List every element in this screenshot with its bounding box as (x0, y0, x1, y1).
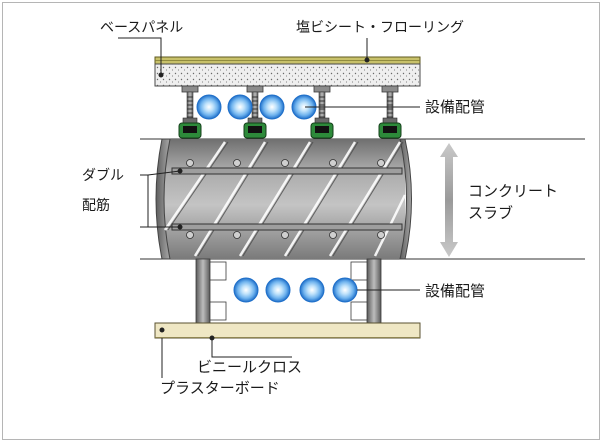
plasterboard (154, 322, 421, 339)
floor-support (178, 85, 202, 139)
floor-support (310, 85, 334, 139)
floor-support (378, 85, 402, 139)
pipe (196, 94, 222, 120)
pipe (265, 277, 291, 303)
leader-lines (118, 37, 420, 378)
label-vinyl-sheet-flooring: 塩ビシート・フローリング (296, 20, 464, 36)
label-double-rebar-1: ダブル (82, 167, 124, 184)
slab-thickness-arrow (440, 143, 458, 257)
floor-support (243, 85, 267, 139)
floor-supports (178, 85, 402, 139)
base-panel (154, 63, 421, 87)
label-double-rebar-2: 配筋 (82, 197, 110, 214)
label-base-panel: ベースパネル (100, 20, 183, 36)
label-vinyl-cloth: ビニールクロス (197, 358, 302, 376)
pipe (227, 94, 253, 120)
label-equipment-piping-upper: 設備配管 (425, 98, 485, 116)
upper-pipes (196, 94, 317, 120)
rebar-lower (171, 223, 403, 231)
label-equipment-piping-lower: 設備配管 (425, 282, 485, 300)
label-concrete-slab-2: スラブ (468, 204, 513, 222)
concrete-slab (155, 138, 412, 260)
pipe (233, 277, 259, 303)
label-concrete-slab-1: コンクリート (468, 182, 558, 200)
pipe (259, 94, 285, 120)
label-plasterboard: プラスターボード (160, 379, 280, 397)
rebar-upper (171, 167, 403, 175)
pipe (332, 277, 358, 303)
pipe (299, 277, 325, 303)
lower-pipes (233, 277, 358, 303)
ceiling-posts (195, 258, 382, 324)
